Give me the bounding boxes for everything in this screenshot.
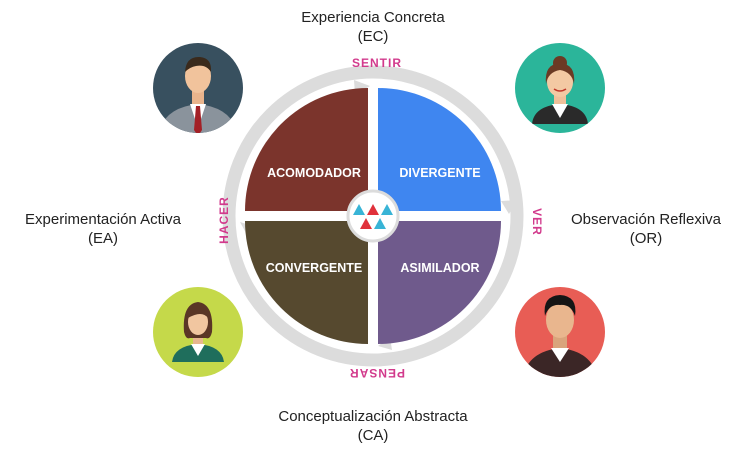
axis-right-abbr: (OR) bbox=[629, 230, 663, 247]
logo-triangle-icon bbox=[367, 204, 379, 215]
logo-triangle-icon bbox=[381, 204, 393, 215]
avatar-businessman bbox=[153, 43, 243, 133]
avatar-woman bbox=[153, 287, 243, 377]
direction-bottom: PENSAR bbox=[349, 366, 405, 380]
quadrant-top-right bbox=[378, 88, 501, 211]
direction-top: SENTIR bbox=[352, 56, 402, 70]
direction-left: HACER bbox=[217, 196, 231, 244]
label-acomodador: ACOMODADOR bbox=[267, 166, 361, 180]
logo-triangle-icon bbox=[360, 218, 372, 229]
label-asimilador: ASIMILADOR bbox=[400, 261, 479, 275]
axis-right-name: Observación Reflexiva bbox=[570, 211, 722, 228]
center-logo bbox=[346, 189, 400, 243]
axis-top-abbr: (EC) bbox=[357, 28, 389, 45]
quadrant-bottom-right bbox=[378, 221, 501, 344]
axis-bottom-name: Conceptualización Abstracta bbox=[278, 408, 468, 425]
axis-label-bottom: Conceptualización Abstracta (CA) bbox=[248, 407, 498, 445]
axis-left-abbr: (EA) bbox=[88, 230, 118, 247]
quadrant-bottom-left bbox=[245, 221, 368, 344]
axis-label-top: Experiencia Concreta (EC) bbox=[268, 8, 478, 46]
axis-bottom-abbr: (CA) bbox=[357, 427, 389, 444]
outer-ring bbox=[222, 65, 524, 367]
axis-top-name: Experiencia Concreta bbox=[301, 9, 445, 26]
axis-label-left: Experimentación Activa (EA) bbox=[8, 210, 198, 248]
axis-label-right: Observación Reflexiva (OR) bbox=[556, 210, 736, 248]
ring-arrow-right-icon bbox=[501, 200, 517, 214]
label-convergente: CONVERGENTE bbox=[266, 261, 363, 275]
logo-triangle-icon bbox=[374, 218, 386, 229]
axis-left-name: Experimentación Activa bbox=[25, 211, 181, 228]
avatar-businesswoman bbox=[515, 43, 605, 133]
direction-right: VER bbox=[530, 208, 544, 236]
avatar-man bbox=[515, 287, 605, 377]
quadrant-top-left bbox=[245, 88, 368, 211]
label-divergente: DIVERGENTE bbox=[399, 166, 480, 180]
logo-triangle-icon bbox=[353, 204, 365, 215]
